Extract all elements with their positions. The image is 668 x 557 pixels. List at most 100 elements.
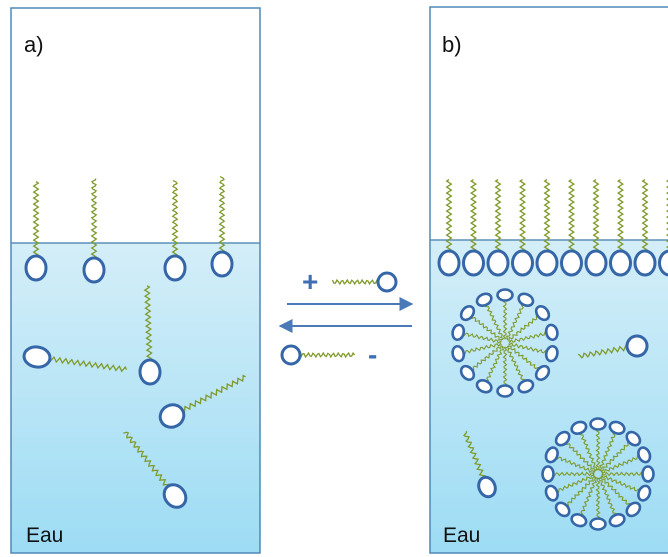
surfactant-molecule xyxy=(451,323,502,344)
surfactant-molecule xyxy=(535,179,559,277)
hydrophilic-head xyxy=(475,379,493,394)
surfactant-molecule xyxy=(554,430,596,473)
surfactant-molecule xyxy=(601,473,652,502)
hydrophilic-head xyxy=(544,446,559,464)
hydrophilic-head xyxy=(570,513,588,528)
surfactant-molecule xyxy=(589,417,607,471)
hydrophilic-head xyxy=(280,344,302,366)
surfactant-molecule xyxy=(463,430,497,499)
hydrophobic-tail xyxy=(508,331,548,344)
surfactant-molecule xyxy=(475,345,505,394)
hydrophilic-head xyxy=(637,446,652,464)
hydrophobic-tail xyxy=(502,299,508,340)
surfactant-molecule xyxy=(331,271,398,293)
hydrophilic-head xyxy=(24,254,48,282)
hydrophilic-head xyxy=(589,417,607,431)
hydrophilic-head xyxy=(486,249,510,277)
hydrophobic-tail xyxy=(599,441,630,472)
hydrophobic-tail xyxy=(506,345,539,370)
panel-b-water-label: Eau xyxy=(443,524,480,547)
hydrophilic-head xyxy=(560,249,583,277)
hydrophilic-head xyxy=(451,344,466,363)
hydrophilic-head xyxy=(475,292,493,307)
hydrophobic-tail xyxy=(598,476,617,516)
hydrophobic-tail xyxy=(32,181,40,258)
surfactant-molecule xyxy=(541,465,595,483)
hydrophobic-tail xyxy=(471,344,502,371)
hydrophilic-head xyxy=(22,345,52,369)
hydrophobic-tail xyxy=(519,179,526,253)
hydrophilic-head xyxy=(82,256,106,284)
panel-a-frame xyxy=(10,7,261,554)
surfactant-molecule xyxy=(505,346,535,394)
panel-b-molecules xyxy=(437,179,668,531)
hydrophobic-tail xyxy=(494,179,502,253)
hydrophilic-head xyxy=(544,344,559,363)
hydrophilic-head xyxy=(477,475,497,499)
surfactant-molecule xyxy=(496,346,514,398)
hydrophilic-head xyxy=(376,271,398,293)
hydrophobic-tail xyxy=(462,332,502,344)
hydrophobic-tail xyxy=(595,428,601,471)
panel-a-molecules xyxy=(22,176,246,509)
hydrophilic-head xyxy=(544,323,559,342)
panel-a-water-label: Eau xyxy=(26,524,63,547)
surfactant-molecule xyxy=(138,285,162,386)
hydrophilic-head xyxy=(570,420,588,435)
hydrophilic-head xyxy=(544,484,559,502)
hydrophilic-head xyxy=(210,250,234,278)
hydrophilic-head xyxy=(637,484,652,502)
surfactant-molecule xyxy=(24,181,48,282)
hydrophilic-head xyxy=(641,465,655,483)
surfactant-molecule xyxy=(486,179,510,277)
hydrophilic-head xyxy=(459,364,476,382)
hydrophobic-tail xyxy=(218,176,226,254)
hydrophobic-tail xyxy=(617,179,624,253)
surfactant-molecule xyxy=(123,431,188,509)
surfactant-molecule xyxy=(554,476,597,518)
hydrophobic-tail xyxy=(502,346,508,387)
hydrophobic-tail xyxy=(568,179,575,253)
panel-b-label: b) xyxy=(442,32,462,57)
hydrophilic-head xyxy=(554,501,571,518)
hydrophobic-tail xyxy=(577,344,629,359)
hydrophilic-head xyxy=(138,358,162,386)
hydrophilic-head xyxy=(517,379,535,394)
hydrophobic-tail xyxy=(508,342,548,354)
hydrophilic-head xyxy=(658,249,668,277)
hydrophilic-head xyxy=(534,304,551,322)
surfactant-molecule xyxy=(496,288,514,340)
surfactant-molecule xyxy=(508,304,551,342)
hydrophobic-tail xyxy=(470,179,477,253)
surfactant-molecule xyxy=(560,179,583,277)
panel-a: a) Eau xyxy=(10,7,261,554)
surfactant-molecule xyxy=(584,179,608,277)
hydrophilic-head xyxy=(437,249,461,277)
surfactant-molecule xyxy=(597,420,626,471)
hydrophilic-head xyxy=(608,420,626,435)
hydrophilic-head xyxy=(459,304,476,322)
hydrophobic-tail xyxy=(171,180,179,258)
hydrophilic-head xyxy=(608,513,626,528)
hydrophilic-head xyxy=(633,249,657,277)
surfactant-molecule xyxy=(22,345,128,373)
surfactant-molecule xyxy=(598,476,626,528)
hydrophilic-head xyxy=(535,249,559,277)
surfactant-molecule xyxy=(633,179,657,277)
hydrophilic-head xyxy=(609,249,632,277)
hydrophilic-head xyxy=(534,364,551,382)
hydrophilic-head xyxy=(554,430,571,447)
panel-b: b) Eau xyxy=(429,6,668,554)
surfactant-molecule xyxy=(609,179,632,277)
hydrophobic-tail xyxy=(543,179,551,253)
hydrophobic-tail xyxy=(90,178,98,260)
micelle xyxy=(451,288,559,398)
surfactant-molecule xyxy=(658,179,668,277)
hydrophobic-tail xyxy=(331,278,379,286)
minus-sign: - xyxy=(368,339,377,370)
hydrophobic-tail xyxy=(123,431,170,488)
hydrophilic-head xyxy=(589,517,607,531)
surfactant-molecule xyxy=(570,477,599,528)
hydrophobic-tail xyxy=(641,179,649,253)
